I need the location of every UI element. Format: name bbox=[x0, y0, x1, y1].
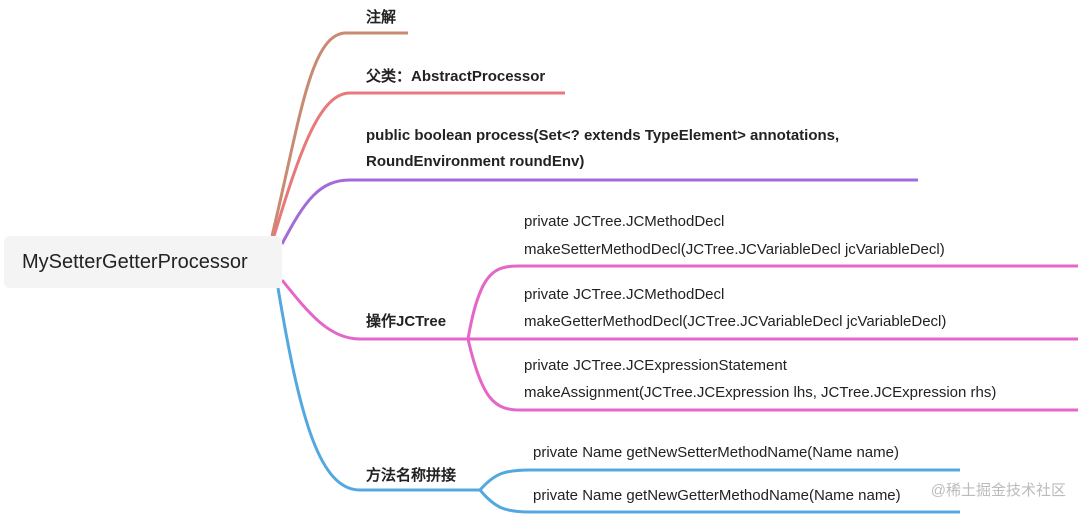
node-jctree[interactable]: 操作JCTree bbox=[366, 313, 447, 330]
connector-annotation bbox=[270, 31, 408, 237]
root-node[interactable]: MySetterGetterProcessor bbox=[4, 236, 282, 288]
node-jctree-getter-line1: private JCTree.JCMethodDecl bbox=[524, 286, 725, 303]
connector-parent bbox=[272, 91, 565, 237]
connector-jctree-1 bbox=[466, 264, 1078, 340]
connector-process bbox=[280, 178, 918, 245]
watermark: @稀土掘金技术社区 bbox=[930, 482, 1066, 499]
node-jctree-assignment-line1: private JCTree.JCExpressionStatement bbox=[524, 357, 787, 374]
node-jctree-setter-line2: makeSetterMethodDecl(JCTree.JCVariableDe… bbox=[524, 241, 945, 258]
node-jctree-assignment-line2: makeAssignment(JCTree.JCExpression lhs, … bbox=[524, 384, 997, 401]
connector-naming bbox=[276, 287, 480, 492]
connector-jctree bbox=[280, 279, 468, 341]
connector-naming-2 bbox=[478, 489, 960, 514]
node-annotation[interactable]: 注解 bbox=[366, 9, 397, 26]
connector-jctree-3 bbox=[466, 338, 1078, 412]
node-jctree-setter-line1: private JCTree.JCMethodDecl bbox=[524, 213, 725, 230]
connector-naming-1 bbox=[478, 468, 960, 491]
node-naming-setter[interactable]: private Name getNewSetterMethodName(Name… bbox=[533, 444, 899, 461]
root-label: MySetterGetterProcessor bbox=[22, 250, 248, 273]
node-process-line2: RoundEnvironment roundEnv) bbox=[366, 153, 585, 170]
node-naming[interactable]: 方法名称拼接 bbox=[366, 467, 457, 484]
node-parent-class[interactable]: 父类：AbstractProcessor bbox=[366, 68, 546, 85]
node-process-line1: public boolean process(Set<? extends Typ… bbox=[366, 127, 840, 144]
node-naming-getter[interactable]: private Name getNewGetterMethodName(Name… bbox=[533, 487, 901, 504]
node-jctree-getter-line2: makeGetterMethodDecl(JCTree.JCVariableDe… bbox=[524, 313, 947, 330]
